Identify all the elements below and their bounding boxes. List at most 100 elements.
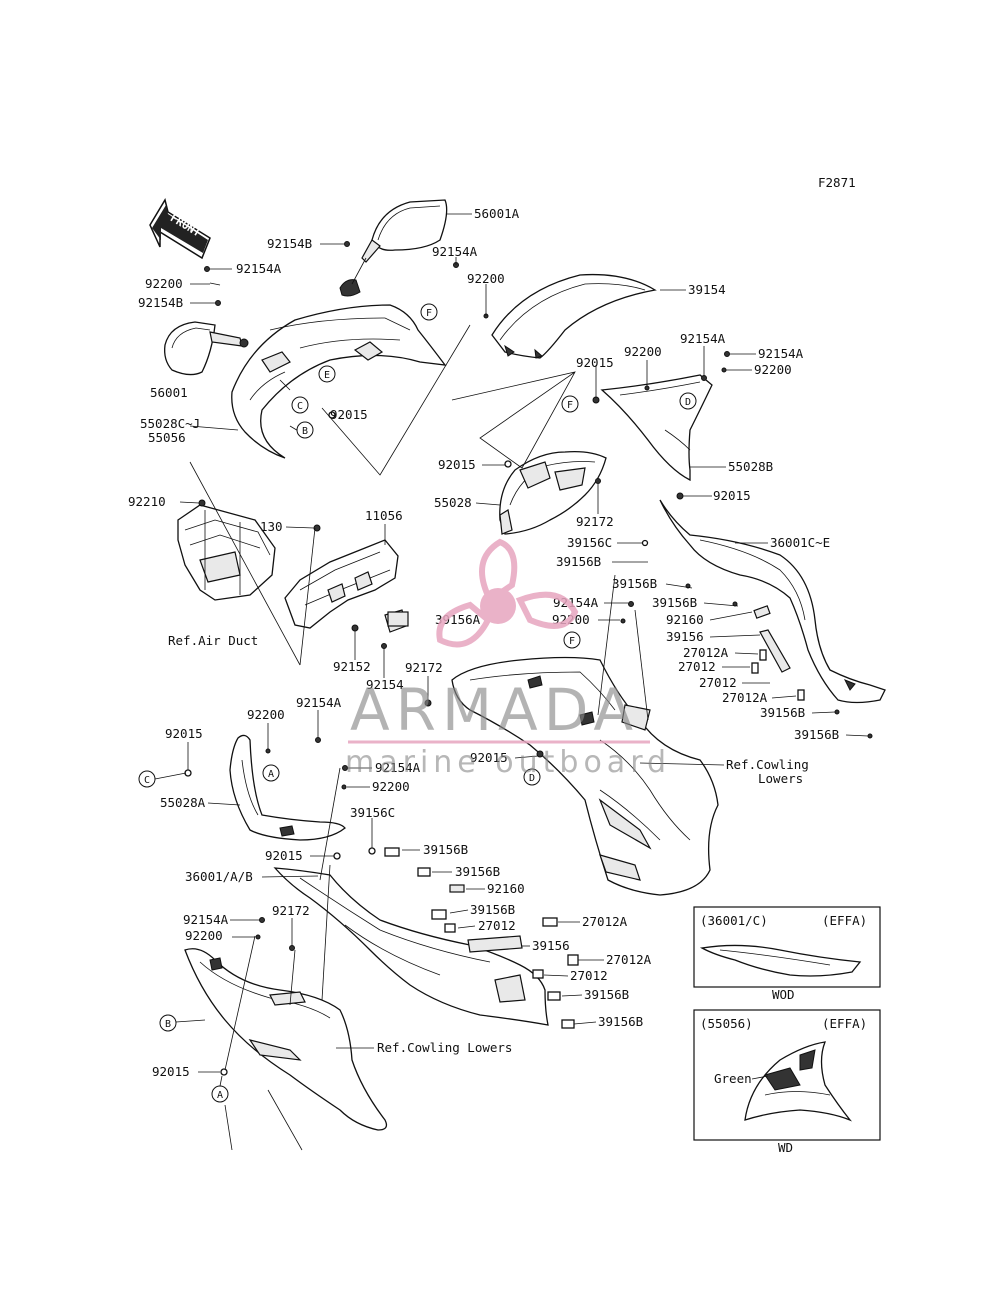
inset2-note: Green xyxy=(714,1071,752,1086)
guide-lines xyxy=(189,324,649,1071)
part-label: 92160 xyxy=(666,612,704,627)
inset2-variant: WD xyxy=(778,1140,793,1155)
meter-cover-55028 xyxy=(499,450,607,535)
part-label: 92015 xyxy=(330,407,368,422)
side-cowl-36001 xyxy=(273,867,549,1026)
part-label: 130 xyxy=(260,519,283,534)
watermark-tagline: marine outboard xyxy=(345,745,671,780)
callout-a-2: A xyxy=(211,1085,229,1103)
part-label: 92200 xyxy=(754,362,792,377)
part-label: 39156C xyxy=(567,535,612,550)
part-label: 92200 xyxy=(372,779,410,794)
callout-f-2: F xyxy=(561,395,579,413)
part-label: 39156C xyxy=(350,805,395,820)
svg-text:C: C xyxy=(144,775,150,786)
part-label: 11056 xyxy=(365,508,403,523)
part-label: 39156B xyxy=(598,1014,643,1029)
part-label: 92160 xyxy=(487,881,525,896)
part-label: 92154A xyxy=(296,695,342,710)
inset1-variant: WOD xyxy=(772,987,795,1002)
part-label: 56001A xyxy=(474,206,520,221)
svg-text:D: D xyxy=(685,397,691,408)
part-label: 92172 xyxy=(405,660,443,675)
part-label: Ref.Air Duct xyxy=(168,633,258,648)
inset2-region: (EFFA) xyxy=(822,1016,867,1031)
part-label: 27012A xyxy=(683,645,729,660)
callout-c-1: C xyxy=(291,396,309,414)
front-arrow-icon: FRONT xyxy=(149,198,211,260)
part-label: 27012A xyxy=(606,952,652,967)
part-label: 92154A xyxy=(758,346,804,361)
part-label: 27012A xyxy=(722,690,768,705)
part-label: 92152 xyxy=(333,659,371,674)
svg-text:E: E xyxy=(324,370,330,381)
part-label: 55028B xyxy=(728,459,773,474)
part-label: 92015 xyxy=(438,457,476,472)
figure-id: F2871 xyxy=(818,175,856,190)
part-label: 36001/A/B xyxy=(185,869,253,884)
svg-text:A: A xyxy=(217,1090,223,1101)
svg-text:C: C xyxy=(297,401,303,412)
callout-e-1: E xyxy=(318,365,336,383)
part-label: 55056 xyxy=(148,430,186,445)
svg-text:D: D xyxy=(529,773,535,784)
callout-b-1: B xyxy=(296,421,314,439)
part-label: 92172 xyxy=(576,514,614,529)
mirror-left xyxy=(164,321,249,376)
inner-cowl-center xyxy=(451,656,719,896)
part-label: 92015 xyxy=(470,750,508,765)
svg-text:B: B xyxy=(165,1019,171,1030)
part-label: 92015 xyxy=(165,726,203,741)
part-label: 92172 xyxy=(272,903,310,918)
bottom-lines xyxy=(224,1089,303,1151)
part-label: 39156B xyxy=(760,705,805,720)
part-label: 55028A xyxy=(160,795,206,810)
part-label: 39156B xyxy=(794,727,839,742)
svg-text:F: F xyxy=(569,636,575,647)
part-label: Lowers xyxy=(758,771,803,786)
part-label: 92154B xyxy=(267,236,312,251)
callout-c-2: C xyxy=(138,770,156,788)
inset2-code: (55056) xyxy=(700,1016,753,1031)
panel-55028a xyxy=(229,734,346,841)
svg-text:F: F xyxy=(426,308,432,319)
inset-box-55056: (55056) (EFFA) Green WD xyxy=(693,1009,881,1155)
air-duct xyxy=(177,499,276,601)
part-label: 92200 xyxy=(185,928,223,943)
callout-f-1: F xyxy=(420,303,438,321)
callout-f-3: F xyxy=(563,631,581,649)
part-label: 92200 xyxy=(145,276,183,291)
callouts: F E C B F D F D C A B A xyxy=(138,303,697,1103)
leader-lines xyxy=(179,213,869,1073)
propeller-logo-icon xyxy=(436,538,579,648)
lower-cowl xyxy=(184,948,388,1131)
part-label: 39156B xyxy=(556,554,601,569)
part-label: 39156 xyxy=(666,629,704,644)
part-label: 92015 xyxy=(152,1064,190,1079)
part-label: 36001C~E xyxy=(770,535,830,550)
part-label: 92154A xyxy=(680,331,726,346)
part-label: 92154A xyxy=(375,760,421,775)
part-label: 92154B xyxy=(138,295,183,310)
svg-text:F: F xyxy=(567,400,573,411)
part-label: 92154 xyxy=(366,677,404,692)
callout-d-1: D xyxy=(679,392,697,410)
part-label: 92154A xyxy=(432,244,478,259)
part-label: 27012 xyxy=(478,918,516,933)
part-label: 92154A xyxy=(236,261,282,276)
mirror-right xyxy=(339,199,448,297)
part-label: 92015 xyxy=(265,848,303,863)
part-label: 39156B xyxy=(455,864,500,879)
part-label: 56001 xyxy=(150,385,188,400)
callout-d-2: D xyxy=(523,768,541,786)
part-label: 92200 xyxy=(467,271,505,286)
callout-b-2: B xyxy=(159,1014,177,1032)
part-label: 39156B xyxy=(470,902,515,917)
svg-text:B: B xyxy=(302,426,308,437)
part-label: 39156B xyxy=(584,987,629,1002)
part-label: 27012 xyxy=(699,675,737,690)
armada-watermark: ARMADA marine outboard xyxy=(345,538,671,780)
part-label: 27012 xyxy=(570,968,608,983)
